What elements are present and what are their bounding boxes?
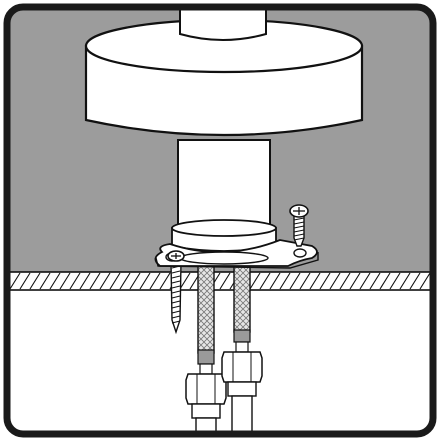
countertop-hatch-mark <box>19 272 31 290</box>
screw-thread <box>293 229 305 233</box>
screw-thread <box>293 217 305 221</box>
mounting-screw-right <box>289 204 309 247</box>
countertop-hatch-mark <box>419 272 431 290</box>
screw-thread <box>171 305 181 309</box>
countertop-hatch-mark <box>59 272 71 290</box>
countertop-hatch-mark <box>219 272 231 290</box>
countertop-hatch-mark <box>109 272 121 290</box>
screw-head-left <box>167 250 185 262</box>
countertop-hatch-mark <box>29 272 41 290</box>
countertop-hatch-mark <box>389 272 401 290</box>
screw-thread <box>171 290 181 294</box>
countertop-hatch-mark <box>409 272 421 290</box>
countertop-hatch-mark <box>79 272 91 290</box>
screw-thread <box>293 233 305 237</box>
countertop-hatch-mark <box>269 272 281 290</box>
countertop-hatch-mark <box>129 272 141 290</box>
screw-thread <box>293 237 305 241</box>
mounting-flange <box>154 239 319 269</box>
supply-hose-right <box>221 257 263 434</box>
screw-thread <box>171 275 181 279</box>
countertop-hatch-mark <box>89 272 101 290</box>
countertop-hatch-mark <box>69 272 81 290</box>
mounting-screw-left <box>170 261 182 335</box>
countertop-hatch-mark <box>299 272 311 290</box>
screw-thread <box>171 315 181 319</box>
countertop-hatch-mark <box>379 272 391 290</box>
illustration-frame <box>3 3 437 438</box>
screw-thread <box>171 270 181 274</box>
screw-thread <box>171 285 181 289</box>
countertop-hatch-mark <box>289 272 301 290</box>
countertop-hatch-mark <box>349 272 361 290</box>
countertop-hatch-mark <box>339 272 351 290</box>
countertop-hatch-mark <box>309 272 321 290</box>
countertop-hatch-mark <box>159 272 171 290</box>
countertop-hatch-mark <box>399 272 411 290</box>
countertop-hatch-mark <box>249 272 261 290</box>
screw-thread <box>171 295 181 299</box>
countertop-edge <box>7 271 433 291</box>
screw-thread <box>171 310 181 314</box>
countertop-hatch-mark <box>329 272 341 290</box>
countertop-hatch-mark <box>39 272 51 290</box>
countertop-hatch-mark <box>9 272 21 290</box>
faucet-cap <box>84 18 364 137</box>
countertop-hatch-mark <box>139 272 151 290</box>
screw-thread <box>293 225 305 229</box>
screw-thread <box>171 300 181 304</box>
countertop-hatch-mark <box>179 272 191 290</box>
supply-hose-left <box>185 257 227 434</box>
countertop-hatch-mark <box>119 272 131 290</box>
screw-thread <box>171 320 181 324</box>
countertop-hatch-mark <box>319 272 331 290</box>
countertop-hatch-mark <box>369 272 381 290</box>
countertop-hatch-mark <box>49 272 61 290</box>
screw-thread <box>293 221 305 225</box>
screw-thread <box>171 280 181 284</box>
countertop-hatch-mark <box>149 272 161 290</box>
countertop-hatch-mark <box>99 272 111 290</box>
countertop-hatch-mark <box>359 272 371 290</box>
countertop-hatch-mark <box>259 272 271 290</box>
countertop-hatch-mark <box>279 272 291 290</box>
